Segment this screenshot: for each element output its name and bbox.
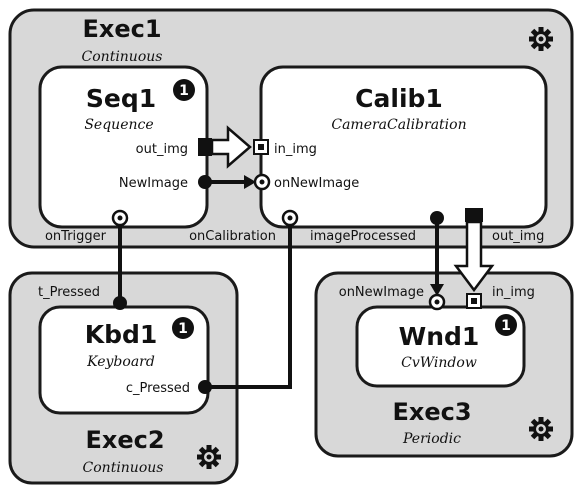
event-wire-ontrigger xyxy=(111,209,129,310)
exec1-title: Exec1 xyxy=(82,15,161,43)
seq1-title: Seq1 xyxy=(86,84,156,113)
exec3-port-in-img-label: in_img xyxy=(492,285,535,300)
wnd1-title: Wnd1 xyxy=(399,322,480,351)
exec3-policy: Periodic xyxy=(402,431,461,447)
component-seq1[interactable]: Seq1 Sequence 1 out_img NewImage xyxy=(38,65,209,229)
component-calib1[interactable]: Calib1 CameraCalibration in_img onNewIma… xyxy=(259,65,548,229)
gear-icon[interactable] xyxy=(529,417,553,441)
gear-icon[interactable] xyxy=(197,445,221,469)
exec1-port-out-img-label: out_img xyxy=(492,229,544,244)
calib1-out-img-port xyxy=(465,208,483,222)
svg-text:1: 1 xyxy=(501,318,511,334)
exec1-policy: Continuous xyxy=(82,49,163,65)
seq1-badge: 1 xyxy=(173,79,195,101)
wnd1-type: CvWindow xyxy=(401,355,477,371)
kbd1-port-c-pressed-label: c_Pressed xyxy=(126,381,190,396)
svg-text:1: 1 xyxy=(178,321,188,337)
calib1-port-onnewimage-label: onNewImage xyxy=(274,176,359,191)
seq1-port-out-img-label: out_img xyxy=(136,142,188,157)
component-wnd1[interactable]: Wnd1 CvWindow 1 xyxy=(355,305,526,388)
kbd1-t-pressed-port xyxy=(113,296,127,310)
calib1-type: CameraCalibration xyxy=(331,117,466,133)
event-wire-imageprocessed xyxy=(428,211,446,311)
kbd1-badge: 1 xyxy=(172,317,194,339)
exec2-port-t-pressed-label: t_Pressed xyxy=(38,285,100,300)
exec1-port-ontrigger-label: onTrigger xyxy=(45,229,107,244)
data-flow-arrow xyxy=(453,220,495,293)
exec3-port-onnewimage-label: onNewImage xyxy=(339,285,424,300)
component-kbd1[interactable]: Kbd1 Keyboard 1 c_Pressed xyxy=(38,305,210,415)
seq1-type: Sequence xyxy=(84,117,153,133)
gear-icon[interactable] xyxy=(529,27,553,51)
data-flow-arrow xyxy=(210,125,252,169)
data-arrow-calib1-to-wnd1 xyxy=(453,208,495,309)
svg-text:1: 1 xyxy=(179,83,189,99)
exec2-title: Exec2 xyxy=(85,426,164,454)
calib1-port-in-img-label: in_img xyxy=(274,142,317,157)
kbd1-title: Kbd1 xyxy=(85,320,158,349)
event-wire-newimage xyxy=(198,173,271,191)
calib1-title: Calib1 xyxy=(355,84,443,113)
seq1-out-img-port xyxy=(198,138,212,156)
exec3-title: Exec3 xyxy=(392,398,471,426)
event-wire-oncalibration xyxy=(198,209,299,394)
exec2-policy: Continuous xyxy=(83,460,164,476)
seq1-port-newimage-label: NewImage xyxy=(119,176,188,191)
exec1-port-oncalibration-label: onCalibration xyxy=(189,229,276,244)
data-arrow-seq1-to-calib1 xyxy=(198,125,269,169)
wnd1-badge: 1 xyxy=(495,314,517,336)
kbd1-type: Keyboard xyxy=(86,354,155,370)
exec1-port-imageprocessed-label: imageProcessed xyxy=(310,229,416,244)
